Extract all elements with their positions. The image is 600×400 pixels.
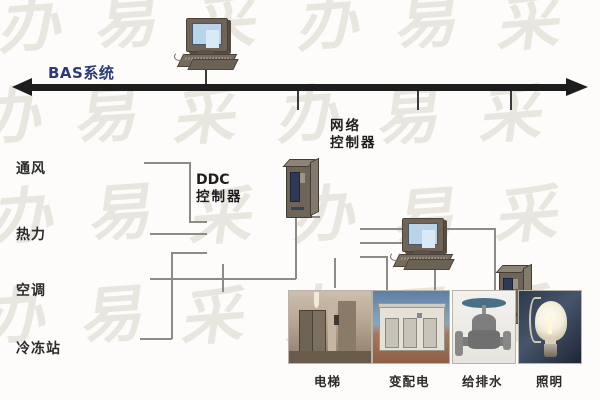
keyboard-tray-icon [403, 259, 455, 270]
screen-glare-icon [422, 230, 435, 248]
sidebar-item-heating: 热力 [16, 227, 46, 243]
watermark-text: 采 [178, 277, 252, 356]
tower-vent-icon [513, 279, 518, 289]
sidebar-item-ventilation: 通风 [16, 161, 46, 177]
bottom-label-plumbing: 给排水 [462, 374, 503, 389]
substation-photo[interactable] [372, 290, 450, 364]
elevator-pillar-icon [328, 298, 336, 360]
watermark-text: 采 [492, 175, 566, 254]
bulb-filament-icon [547, 315, 553, 335]
watermark-text: 办 [0, 0, 70, 64]
valve-body-icon [467, 329, 501, 349]
watermark-text: 易 [86, 173, 160, 252]
watermark-text: 易 [392, 0, 466, 60]
elevator-floor-icon [289, 351, 371, 363]
bulb-hook-icon [528, 296, 541, 343]
substation-door-icon [423, 318, 437, 348]
wire-fan-to-ddc [144, 162, 190, 164]
keyboard-tray-icon [187, 59, 239, 70]
wire-lighting-drop [494, 228, 496, 290]
bulb-neck-icon [545, 337, 557, 346]
watermark-text: 易 [374, 77, 448, 156]
monitor-screen-icon [408, 223, 438, 248]
monitor-stand-icon [198, 50, 214, 54]
screen-glare-icon [206, 30, 219, 48]
watermark-text: 办 [294, 0, 368, 62]
bas-system-bus [28, 84, 572, 91]
workstation-computer[interactable] [174, 18, 239, 70]
mouse-cable-icon [390, 252, 401, 261]
valve-photo[interactable] [452, 290, 516, 364]
wire-ddc-left-down [222, 264, 224, 292]
valve-flange-icon [502, 331, 512, 351]
substation-window-icon [417, 312, 422, 319]
bus-arrow-right-icon [566, 78, 588, 96]
wire-bus-to-operator-pc [417, 88, 419, 110]
valve-stem-icon [481, 305, 487, 319]
valve-handwheel-icon [461, 298, 507, 308]
watermark-text: 采 [170, 77, 244, 156]
bas-system-label: BAS系统 [48, 64, 115, 82]
sidebar-item-chiller: 冷冻站 [16, 341, 61, 357]
tower-vent-icon [300, 173, 305, 183]
light-bulb-photo[interactable] [518, 290, 582, 364]
wire-ddc-right-to-substation [360, 256, 388, 258]
operator-pc[interactable] [390, 218, 455, 270]
substation-door-icon [403, 318, 417, 348]
network-controller-label-line1: 网络 [330, 118, 361, 134]
mouse-cable-icon [174, 52, 185, 61]
wire-ahu-riser [295, 216, 297, 279]
wire-chiller-to-riser [140, 338, 172, 340]
watermark-text: 易 [92, 0, 166, 60]
wire-bus-to-server-left [297, 88, 299, 110]
watermark-text: 采 [476, 75, 550, 154]
ddc-label-line1: DDC [196, 172, 230, 188]
valve-bonnet-icon [471, 314, 497, 333]
tower-drive-bay-icon [290, 172, 300, 202]
valve-flange-icon [455, 331, 463, 356]
ddc-label-line2: 控制器 [196, 189, 243, 205]
wire-substation-drop [386, 256, 388, 290]
elevator-photo[interactable] [288, 290, 372, 364]
bottom-label-lighting: 照明 [536, 374, 564, 389]
monitor-stand-icon [414, 250, 430, 254]
bottom-label-elevator: 电梯 [314, 374, 342, 389]
elevator-wall-icon [338, 301, 357, 359]
bus-arrow-left-icon [12, 78, 32, 96]
network-controller-label: 网络控制器 [330, 118, 377, 152]
tower-side-icon [310, 157, 319, 217]
bottom-label-substation: 变配电 [389, 374, 430, 389]
sidebar-item-hvac: 空调 [16, 283, 46, 299]
wire-bus-to-server-right [510, 88, 512, 110]
bulb-base-icon [543, 344, 558, 358]
elevator-ceiling-lamp-icon [313, 292, 320, 309]
wire-chiller-into-ddc [171, 252, 207, 254]
wire-fan-drop [189, 162, 191, 222]
monitor-screen-icon [192, 23, 222, 48]
wire-chiller-riser [171, 252, 173, 339]
tower-led-panel-icon [291, 207, 304, 210]
watermark-text: 采 [494, 0, 568, 62]
substation-door-icon [385, 318, 399, 348]
network-server-left[interactable] [282, 157, 319, 218]
elevator-call-panel-icon [334, 315, 339, 325]
wire-ddc-right-to-plumbing [360, 242, 436, 244]
watermark-text: 易 [72, 75, 146, 154]
network-controller-label-line2: 控制器 [330, 135, 377, 151]
wire-bus-to-workstation [205, 62, 207, 88]
wire-fan-into-ddc [189, 221, 207, 223]
wire-heatpump-to-ddc [150, 233, 207, 235]
wire-ddc-right-down-elevator [334, 258, 336, 288]
